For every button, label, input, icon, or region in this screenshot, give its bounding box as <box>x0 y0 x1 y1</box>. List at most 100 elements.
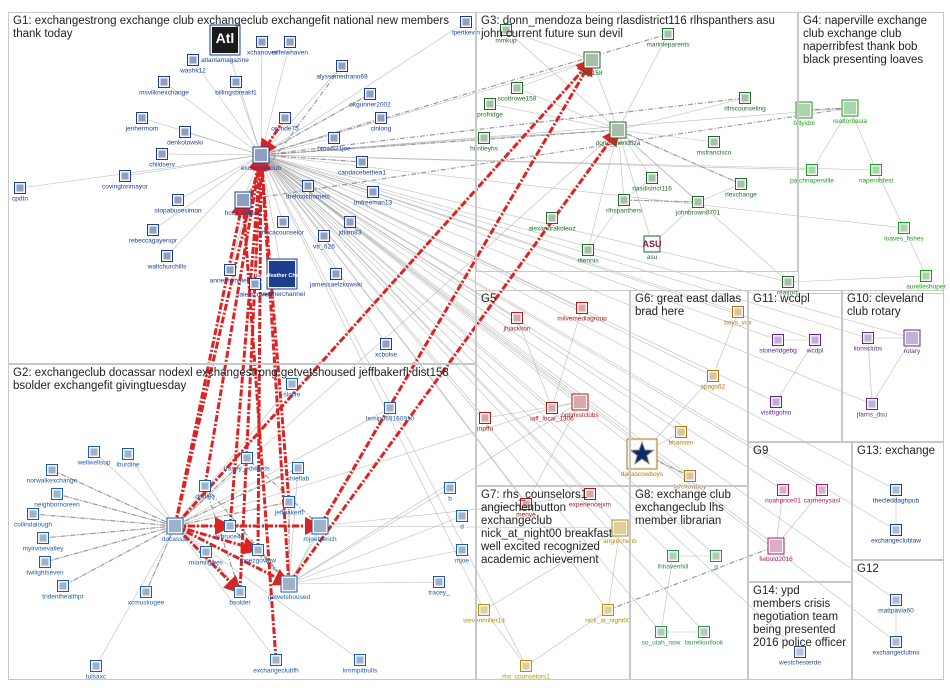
node-exchangeclublaw[interactable]: exchangeclublaw <box>871 524 921 545</box>
node-norwalkexchange[interactable]: norwalkexchange <box>27 464 78 485</box>
node-westchesterde[interactable]: westchesterde <box>778 646 821 667</box>
node-tracey_edwards[interactable]: tracey_edwards <box>224 452 271 473</box>
node-wellwellsup[interactable]: wellwellsup <box>77 446 111 467</box>
node-rlhspanthers[interactable]: rlhspanthers <box>606 194 643 215</box>
node-donn_mendoza[interactable]: donn_mendoza <box>596 121 641 147</box>
node-mmkup[interactable]: mmkup <box>495 24 517 45</box>
node-alexandrakoleoz[interactable]: alexandrakoleoz <box>528 212 576 233</box>
node-marinieparents[interactable]: marinieparents <box>647 28 691 49</box>
node-temipo68160910[interactable]: temipo69160910 <box>366 402 415 423</box>
node-washk12[interactable]: washk12 <box>179 54 206 75</box>
node-asu[interactable]: asu <box>643 235 661 261</box>
node-slcfire[interactable]: slcfire <box>284 378 301 399</box>
node-lopezgovlaw[interactable]: lopezgovlaw <box>240 544 276 565</box>
node-laurelioutlook[interactable]: laurelioutlook <box>685 626 724 647</box>
node-d_[interactable]: d <box>456 510 468 531</box>
node-visitbgohio[interactable]: visitbgohio <box>761 396 792 417</box>
node-realtorb[interactable]: realtorb <box>777 276 799 297</box>
node-aurelleshoper[interactable]: aurelleshoper <box>906 270 947 291</box>
node-miamilgives[interactable]: miamilgives <box>189 546 224 567</box>
node-naperribfest[interactable]: naperribfest <box>859 164 894 185</box>
node-spags62[interactable]: spags62 <box>701 370 726 391</box>
node-stonerldgebg[interactable]: stonerldgebg <box>759 334 797 355</box>
node-lionsclubs[interactable]: lionsclubs <box>854 332 883 353</box>
node-rltennis[interactable]: rltennis <box>578 244 600 265</box>
node-denkotowski[interactable]: denkotowski <box>167 126 203 147</box>
node-b_[interactable]: b <box>444 482 456 503</box>
node-tmfreeman13[interactable]: tmfreeman13 <box>354 186 393 207</box>
node-dudekj[interactable]: dudekj <box>195 480 215 501</box>
node-jenhermon[interactable]: jenhermom <box>125 112 159 133</box>
node-so_utah_now[interactable]: so_utah_now <box>642 626 681 647</box>
node-realtorbasia[interactable]: realtorbasia <box>833 99 867 125</box>
node-waltchurchills[interactable]: waltchurchills <box>147 250 187 271</box>
node-boys_vox[interactable]: boys_vox <box>724 306 752 327</box>
node-thehcochomets[interactable]: thehcochomets <box>286 180 331 201</box>
node-cinlong[interactable]: cinlong <box>371 112 392 133</box>
node-brown21joe[interactable]: brown21joe <box>317 132 351 153</box>
node-billingsbreakfast[interactable]: billingsbreakf1 <box>215 76 257 97</box>
node-collindalough[interactable]: collindalough <box>14 508 52 529</box>
node-alyssemedrano69[interactable]: alyssemedrano69 <box>316 60 368 81</box>
node-docassar[interactable]: docassar <box>162 517 189 543</box>
node-vtr_626[interactable]: vtr_626 <box>313 230 335 251</box>
node-kmmpitbulls[interactable]: kmmpitbulls <box>343 654 378 675</box>
node-menye[interactable]: menye <box>516 498 536 519</box>
node-lburdine[interactable]: lburdine <box>116 448 140 469</box>
node-covingtonmayor[interactable]: covingtonmayor <box>102 170 149 191</box>
node-bsolder[interactable]: bsolder <box>229 586 251 607</box>
node-loaves_fishes[interactable]: loaves_fishes <box>884 222 924 243</box>
node-oronde75[interactable]: oronde75 <box>271 112 299 133</box>
node-lpertkevin[interactable]: lpertkevin <box>452 16 480 37</box>
node-jamessaelzkowski[interactable]: jamessaelzkowski <box>309 268 362 289</box>
node-jdlam83[interactable]: jdlam83 <box>338 216 362 237</box>
node-tridenthealthpr[interactable]: tridenthealthpr <box>42 580 85 601</box>
node-scottrowe158[interactable]: scottrowe158 <box>498 82 537 103</box>
node-wbruce44[interactable]: wbruce44 <box>215 520 245 541</box>
node-thecleddaghpub[interactable]: thecleddaghpub <box>873 484 920 505</box>
node-okgunner2002[interactable]: okgunner2002 <box>349 88 391 109</box>
node-jfarris_dsu[interactable]: jfarris_dsu <box>856 398 887 419</box>
node-nick_at_night00[interactable]: nick_at_night00 <box>585 604 631 625</box>
node-lafeltowboy[interactable]: lafeltowboy <box>674 470 707 491</box>
node-jhjackson[interactable]: jhjackson <box>502 312 531 333</box>
node-carmenysasl[interactable]: carmenysasl <box>804 484 841 505</box>
node-optimistclubs[interactable]: optimistclubs <box>561 393 600 419</box>
node-rotary[interactable]: rotary <box>903 329 921 355</box>
node-tulsaxc[interactable]: tulsaxc <box>86 660 107 681</box>
node-billyidol[interactable]: billyidol <box>793 101 815 127</box>
node-msvilknexchange[interactable]: msvilknexchange <box>139 76 189 97</box>
node-msfrancisco[interactable]: msfrancisco <box>697 136 732 157</box>
node-annemwhalen[interactable]: annemwhalen <box>210 264 251 285</box>
node-cpdtn[interactable]: cpdtn <box>12 182 28 203</box>
node-xcbolse[interactable]: xcbolse <box>375 338 397 359</box>
node-stevenmiller14[interactable]: stevenmiller14 <box>463 604 505 625</box>
node-candacebethea1[interactable]: candacebethea1 <box>338 156 386 177</box>
node-mpffu[interactable]: mpffu <box>477 412 494 433</box>
node-rlhscounseling[interactable]: rlhscounseling <box>724 92 766 113</box>
node-wcdpl[interactable]: wcdpl <box>806 334 824 355</box>
node-chieflab[interactable]: chieflab <box>287 462 310 483</box>
node-mjoehlerich[interactable]: mjoehlerich <box>303 517 337 543</box>
node-lhhavenhill[interactable]: lhhavenhill <box>658 550 689 571</box>
node-myirvinevalley[interactable]: myirvinevalley <box>23 532 65 553</box>
node-angiechenbutton[interactable]: angiechenb <box>603 519 637 545</box>
node-johnbrown8701[interactable]: johnbrown8701 <box>675 196 721 217</box>
node-huntleyhs[interactable]: huntleyhs <box>470 132 499 153</box>
node-rhs_counselors1[interactable]: rhs_counselors1 <box>502 660 550 681</box>
node-exchangeclubfh[interactable]: exchangeclubfh <box>253 654 299 675</box>
node-mjoe[interactable]: mjoe <box>455 544 469 565</box>
node-experiencejxm[interactable]: experiencejxm <box>569 488 611 509</box>
node-rebeccagayerspr[interactable]: rebeccagayerspr <box>129 224 178 245</box>
node-noahprice01[interactable]: noahprice01 <box>765 484 801 505</box>
node-salemcurrent[interactable]: salemcurrent <box>236 278 274 299</box>
node-rlexchange[interactable]: rlexchange <box>725 178 757 199</box>
node-hccaccounselor[interactable]: hccacounselor <box>262 216 305 237</box>
node-xchanover[interactable]: xchanover <box>247 36 278 57</box>
node-hcca_mbball[interactable]: hcca_mbball <box>225 191 262 217</box>
node-twilightseven[interactable]: twilightseven <box>26 556 64 577</box>
node-tracey_[interactable]: tracey_ <box>428 576 450 597</box>
node-xcmuskogee[interactable]: xcmuskogee <box>128 586 165 607</box>
node-mattpavia60[interactable]: mattpavia60 <box>878 594 914 615</box>
node-weatherchannel[interactable]: weatherchannel <box>258 258 305 298</box>
